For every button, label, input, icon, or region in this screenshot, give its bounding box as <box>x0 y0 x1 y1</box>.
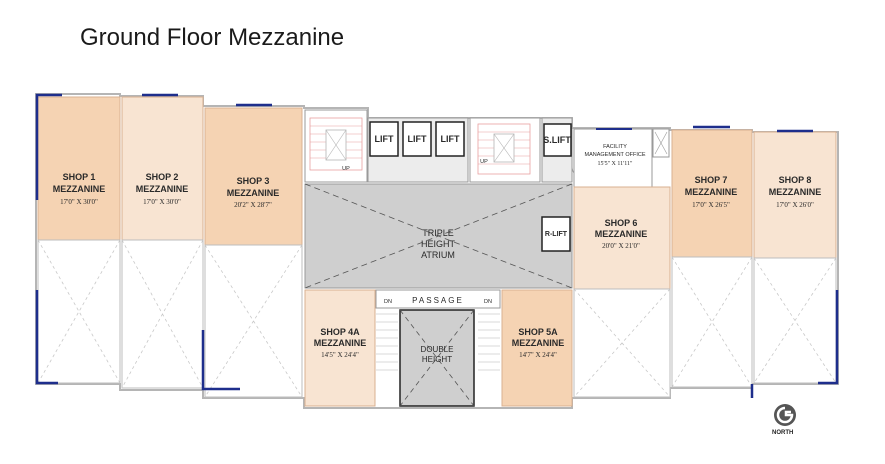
double-height-label-line2: HEIGHT <box>422 355 452 364</box>
shop7-label-line1: SHOP 7 <box>695 175 728 185</box>
double-height-label-line1: DOUBLE <box>421 345 454 354</box>
atrium-label-line3: ATRIUM <box>421 250 455 260</box>
room-facility: FACILITY MANAGEMENT OFFICE 15'5" X 11'11… <box>573 128 653 188</box>
passage-label: PASSAGE <box>412 296 464 305</box>
room-shop5a: SHOP 5A MEZZANINE 14'7" X 24'4" <box>501 289 573 407</box>
passage: PASSAGE DN DN <box>375 289 501 371</box>
toilet-block <box>652 128 670 158</box>
shop7-dimensions: 17'0" X 26'5" <box>692 201 730 209</box>
atrium-label-line1: TRIPLE <box>422 228 454 238</box>
shop3-label-line1: SHOP 3 <box>237 176 270 186</box>
atrium: TRIPLE HEIGHT ATRIUM <box>304 183 573 289</box>
page-title: Ground Floor Mezzanine <box>80 24 345 51</box>
shop5a-label-line1: SHOP 5A <box>518 327 558 337</box>
blue-wall-accents <box>35 93 839 398</box>
lift-1-label: LIFT <box>375 134 394 144</box>
shop8-dimensions: 17'0" X 26'0" <box>776 201 814 209</box>
double-height: DOUBLE HEIGHT <box>399 309 475 407</box>
building-outline <box>35 93 839 409</box>
lift-2-label: LIFT <box>408 134 427 144</box>
r-lift-label: R-LIFT <box>545 231 568 238</box>
stair-left: UP <box>304 109 368 183</box>
shop6-label-line2: MEZZANINE <box>595 229 648 239</box>
atrium-label-line2: HEIGHT <box>421 239 456 249</box>
r-lift: R-LIFT <box>541 216 571 252</box>
service-lift: S.LIFT <box>541 117 587 183</box>
shop2-label-line1: SHOP 2 <box>146 172 179 182</box>
shop8-label-line2: MEZZANINE <box>769 187 822 197</box>
shop1-dimensions: 17'0" X 30'0" <box>60 198 98 206</box>
room-shop1: SHOP 1 MEZZANINE 17'0" X 30'0" <box>37 96 121 384</box>
shop1-label-line1: SHOP 1 <box>63 172 96 182</box>
service-lift-label: S.LIFT <box>543 135 571 145</box>
facility-dimensions: 15'5" X 11'11" <box>598 161 633 167</box>
shop7-label-line2: MEZZANINE <box>685 187 738 197</box>
facility-label-line1: FACILITY <box>603 144 627 150</box>
stair-right-up-label: UP <box>480 159 488 165</box>
shop6-dimensions: 20'0" X 21'0" <box>602 242 640 250</box>
shop5a-label-line2: MEZZANINE <box>512 338 565 348</box>
passage-dn-left: DN <box>384 299 392 305</box>
lift-lobby: LIFT LIFT LIFT <box>367 117 469 183</box>
lift-3-label: LIFT <box>441 134 460 144</box>
stair-left-up-label: UP <box>342 166 350 172</box>
shop5a-dimensions: 14'7" X 24'4" <box>519 351 557 359</box>
shop3-label-line2: MEZZANINE <box>227 188 280 198</box>
shop3-dimensions: 20'2" X 28'7" <box>234 201 272 209</box>
passage-dn-right: DN <box>484 299 492 305</box>
shop2-dimensions: 17'0" X 30'0" <box>143 198 181 206</box>
room-shop2: SHOP 2 MEZZANINE 17'0" X 30'0" <box>121 96 204 389</box>
room-shop7: SHOP 7 MEZZANINE 17'0" X 26'5" <box>671 129 753 388</box>
stair-right: UP <box>469 117 541 183</box>
facility-label-line2: MANAGEMENT OFFICE <box>584 152 645 158</box>
room-shop6: SHOP 6 MEZZANINE 20'0" X 21'0" <box>573 186 671 398</box>
shop4a-label-line1: SHOP 4A <box>320 327 360 337</box>
shop6-label-line1: SHOP 6 <box>605 218 638 228</box>
room-shop8: SHOP 8 MEZZANINE 17'0" X 26'0" <box>753 131 837 384</box>
room-shop3: SHOP 3 MEZZANINE 20'2" X 28'7" <box>204 107 303 398</box>
room-shop4a: SHOP 4A MEZZANINE 14'5" X 24'4" <box>304 289 376 407</box>
north-compass-icon <box>774 404 796 426</box>
shop4a-label-line2: MEZZANINE <box>314 338 367 348</box>
shop4a-dimensions: 14'5" X 24'4" <box>321 351 359 359</box>
north-label: NORTH <box>772 430 794 436</box>
shop1-label-line2: MEZZANINE <box>53 184 106 194</box>
shop2-label-line2: MEZZANINE <box>136 184 189 194</box>
shop8-label-line1: SHOP 8 <box>779 175 812 185</box>
